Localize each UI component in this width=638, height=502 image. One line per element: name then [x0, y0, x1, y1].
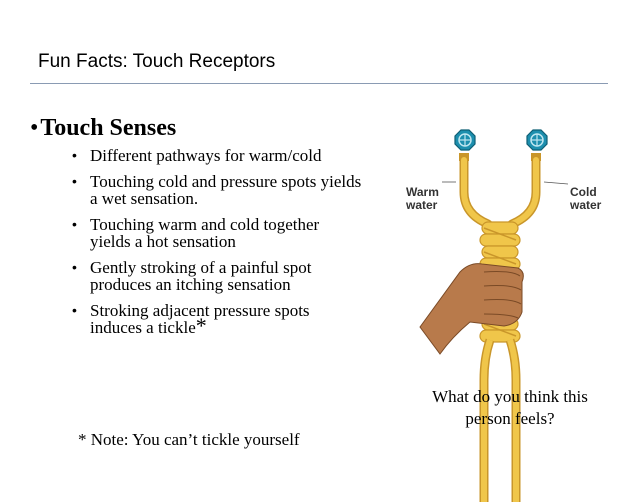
main-bullet: •Touch Senses — [30, 115, 176, 142]
cold-label-line: water — [570, 198, 602, 212]
footnote: * Note: You can’t tickle yourself — [78, 430, 300, 449]
sub-bullet-text: Gently stroking of a painful spot produc… — [90, 258, 312, 294]
warm-label-line: Warm — [406, 185, 439, 199]
cold-water-label: Cold water — [570, 186, 601, 212]
warm-water-label: Warm water — [406, 186, 439, 212]
bullet-dot: • — [72, 216, 77, 232]
bullet-dot: • — [72, 147, 77, 163]
question-caption: What do you think this person feels? — [432, 387, 588, 428]
cold-label-line: Cold — [570, 185, 597, 199]
pipes-and-hand-drawing — [419, 129, 569, 502]
sub-bullet-text: Different pathways for warm/cold — [90, 146, 322, 165]
sub-bullet-text: Stroking adjacent pressure spots induces… — [90, 301, 310, 337]
sub-bullet-item: • Stroking adjacent pressure spots induc… — [72, 301, 362, 338]
sub-bullet-item: • Touching cold and pressure spots yield… — [72, 173, 362, 207]
sub-bullet-item: • Touching warm and cold together yields… — [72, 216, 362, 250]
bullet-dot: • — [72, 302, 77, 318]
cold-leader-line — [543, 181, 569, 185]
slide-title: Fun Facts: Touch Receptors — [38, 51, 276, 72]
pipes-icon — [459, 155, 541, 502]
hand-icon — [419, 263, 524, 355]
title-divider — [30, 83, 608, 84]
warm-label-line: water — [406, 198, 438, 212]
bullet-dot: • — [30, 115, 39, 141]
main-bullet-text: Touch Senses — [40, 115, 177, 141]
bullet-dot: • — [72, 173, 77, 189]
sub-bullet-text: Touching warm and cold together yields a… — [90, 215, 320, 251]
sub-bullet-list: • Different pathways for warm/cold • Tou… — [72, 147, 362, 345]
sub-bullet-item: • Different pathways for warm/cold — [72, 147, 362, 164]
sub-bullet-text: Touching cold and pressure spots yields … — [90, 172, 362, 208]
bullet-dot: • — [72, 259, 77, 275]
thermal-grill-illustration: Warm water Cold water — [400, 122, 630, 502]
asterisk-mark: * — [195, 313, 207, 338]
sub-bullet-item: • Gently stroking of a painful spot prod… — [72, 259, 362, 293]
